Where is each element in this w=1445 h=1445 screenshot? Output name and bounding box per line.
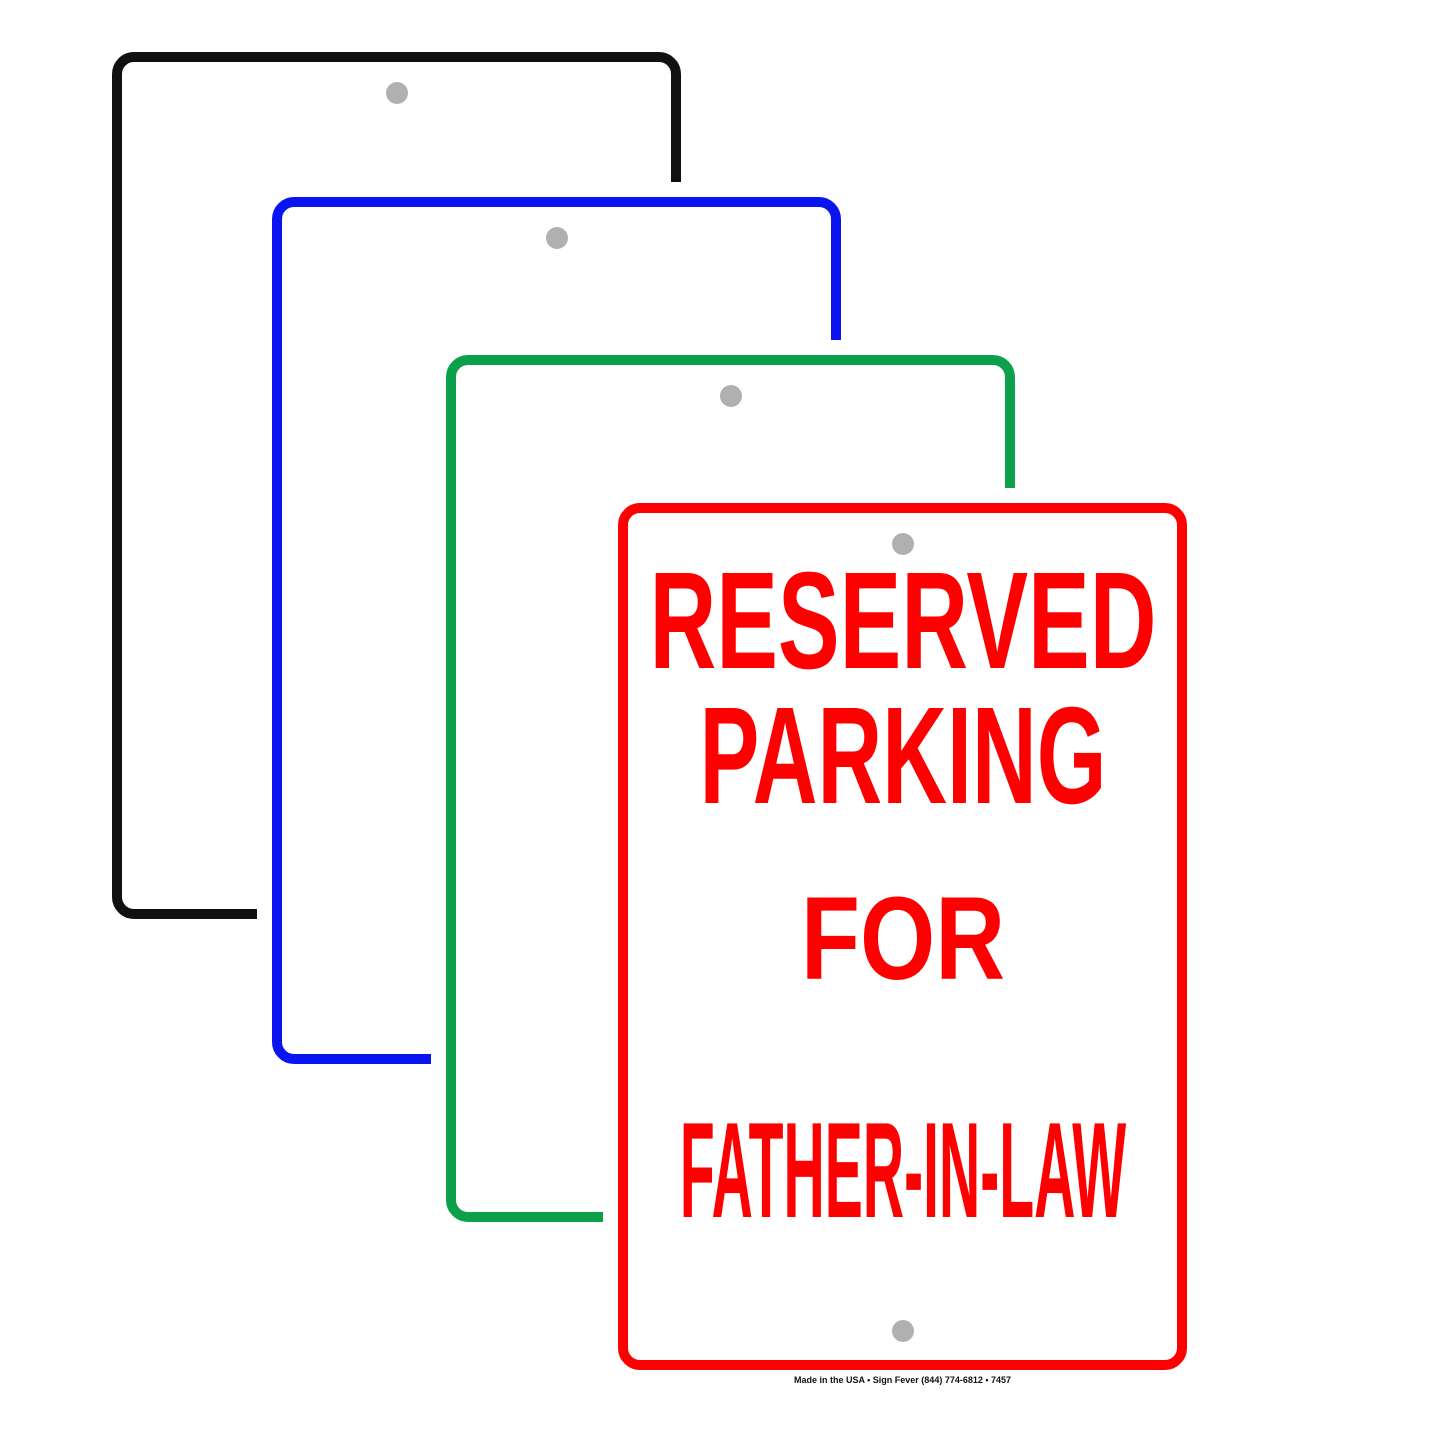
- sign-line-reserved: RESERVED: [648, 544, 1157, 698]
- mounting-hole: [545, 227, 568, 249]
- mounting-hole: [719, 385, 742, 407]
- mounting-hole: [891, 1320, 914, 1342]
- mounting-hole: [385, 82, 408, 104]
- sign-red: RESERVED PARKING FOR FATHER-IN-LAW: [618, 503, 1187, 1370]
- sign-line-for: FOR: [800, 873, 1005, 1005]
- mounting-hole: [891, 533, 914, 555]
- manufacturer-footer: Made in the USA • Sign Fever (844) 774-6…: [793, 1375, 1012, 1385]
- sign-line-father-in-law: FATHER-IN-LAW: [679, 1094, 1126, 1246]
- sign-line-parking: PARKING: [699, 679, 1106, 833]
